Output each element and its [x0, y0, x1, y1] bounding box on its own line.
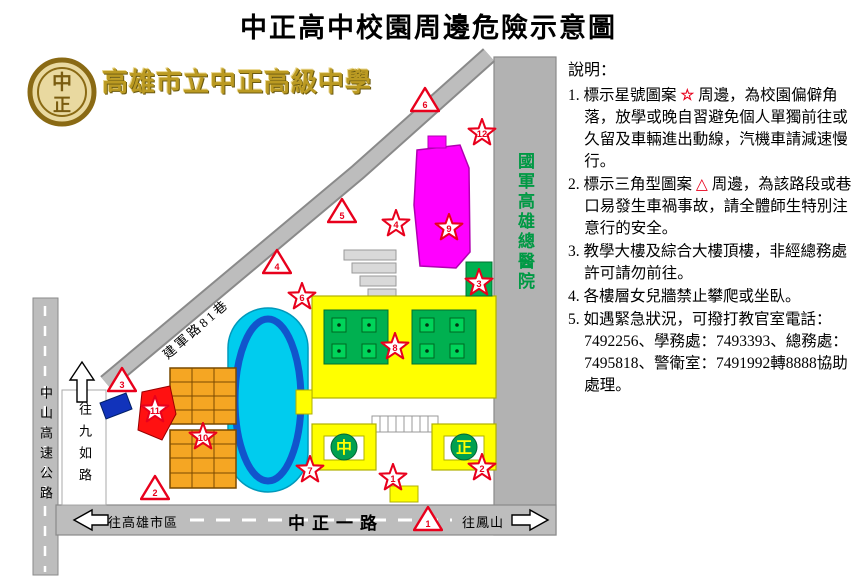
arrow-right-icon	[511, 508, 550, 532]
jiuru-road	[61, 389, 107, 506]
legend-item: 4. 各樓層女兒牆禁止攀爬或坐臥。	[568, 287, 801, 305]
arrow-up-icon	[68, 360, 96, 403]
to-fengshan-label: 往鳳山	[462, 515, 505, 530]
activity-center-annex	[427, 135, 447, 149]
stands-south	[169, 429, 237, 489]
building-zheng: 正	[431, 423, 497, 471]
main-road-label: 中正一路	[288, 514, 384, 533]
triangle-symbol-icon: △	[695, 175, 708, 193]
corridor	[371, 415, 439, 433]
legend-items: 1. 標示星號圖案 ☆ 周邊，為校園偏僻角落，放學或晚自習避免個人單獨前往或久留…	[568, 85, 856, 397]
stands-north	[169, 367, 237, 425]
legend-panel: 說明： 1. 標示星號圖案 ☆ 周邊，為校園偏僻角落，放學或晚自習避免個人單獨前…	[568, 60, 856, 398]
hospital-label: 國軍高雄總醫院	[515, 152, 534, 292]
to-city-label: 往高雄市區	[108, 515, 179, 530]
star-symbol-icon: ☆	[680, 86, 695, 104]
annex-block	[389, 485, 419, 503]
school-emblem-icon: 中 正	[27, 57, 97, 127]
zheng-character: 正	[456, 440, 472, 457]
legend-heading: 說明：	[568, 62, 617, 79]
activity-center	[413, 144, 471, 269]
campus-steps	[343, 249, 397, 300]
school-logo: 中 正	[26, 54, 98, 135]
courtyard-right	[411, 309, 477, 365]
jiuru-road-label: 往九如路	[77, 402, 92, 490]
diagonal-road	[101, 49, 494, 389]
hospital-area	[493, 56, 557, 536]
zhong-character: 中	[336, 438, 352, 457]
courtyard-left	[323, 309, 389, 365]
page-title: 中正高中校園周邊危險示意圖	[240, 13, 617, 43]
annex-block-west	[295, 389, 313, 415]
school-name: 高雄市立中正高級中學	[102, 68, 373, 97]
legend-item: 5. 如遇緊急狀況，可撥打教官室電話：7492256、學務處：7493393、總…	[568, 310, 848, 394]
building-zhong: 中	[311, 423, 377, 471]
green-strip	[465, 261, 493, 297]
blue-structure	[99, 392, 133, 420]
logo-char-bottom: 正	[53, 95, 71, 115]
logo-char-top: 中	[52, 70, 72, 94]
legend-item: 2. 標示三角型圖案 △ 周邊，為該路段或巷口易發生車禍事故，請全體師生特別注意…	[568, 175, 852, 237]
legend-item: 1. 標示星號圖案 ☆ 周邊，為校園偏僻角落，放學或晚自習避免個人單獨前往或久留…	[568, 86, 848, 170]
arrow-left-icon	[72, 508, 109, 532]
highway-label: 中山高速公路	[38, 386, 53, 506]
legend-item: 3. 教學大樓及綜合大樓頂樓，非經總務處許可請勿前往。	[568, 242, 848, 282]
